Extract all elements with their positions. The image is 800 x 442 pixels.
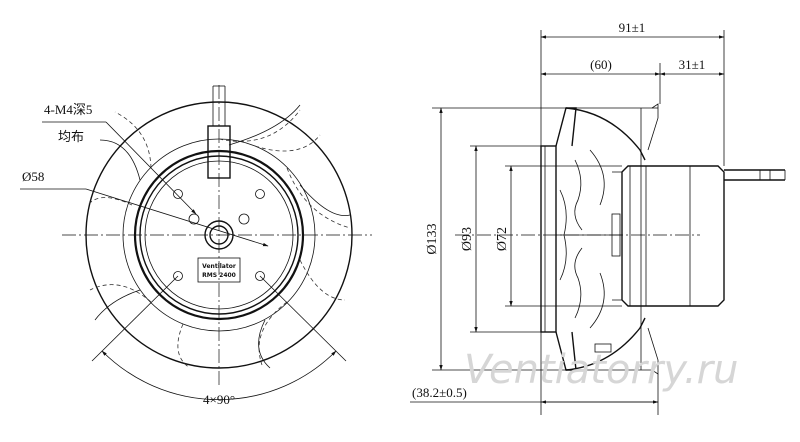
- body-length-text: (60): [590, 57, 612, 72]
- angle-dimension: 4×90°: [91, 275, 347, 407]
- motor-body: [612, 165, 725, 307]
- offset-text: (38.2±0.5): [412, 385, 467, 400]
- dim-motor-length: 31±1: [659, 57, 725, 76]
- watermark: Ventiatorry.ru: [464, 347, 738, 393]
- nameplate-line2: RMS 2400: [202, 272, 236, 279]
- shaft: [209, 225, 229, 245]
- outer-diameter-text: Ø133: [425, 223, 440, 254]
- hub-diameter-text: Ø72: [495, 227, 510, 251]
- motor-housing: [133, 149, 305, 321]
- connector-tab: [594, 343, 612, 353]
- motor-face: [144, 160, 294, 310]
- dim-overall-length: 91±1: [540, 20, 725, 39]
- side-view: 91±1 (60) 31±1 Ø133 Ø93 Ø72: [410, 20, 786, 415]
- nameplate: [197, 257, 241, 283]
- dim-body-length: (60): [540, 57, 661, 76]
- thread-callout: 4-M4深5 均布: [42, 102, 197, 215]
- overall-length-text: 91±1: [619, 20, 646, 35]
- thread-note-text: 均布: [58, 129, 84, 144]
- impeller-profile: [540, 103, 659, 375]
- dim-hub-diameter: Ø72: [495, 165, 513, 307]
- impeller-outer-ring: [85, 101, 353, 369]
- cable: [207, 85, 231, 179]
- dim-outer-diameter: Ø133: [425, 107, 443, 371]
- blade-contours: [556, 149, 622, 329]
- front-view: Ventilator RMS 2400 4-M4深5 均布 Ø58 4×90°: [20, 85, 372, 407]
- motor-length-text: 31±1: [679, 57, 706, 72]
- thread-callout-text: 4-M4深5: [44, 102, 92, 117]
- angle-text: 4×90°: [203, 392, 235, 407]
- mount-diameter-text: Ø58: [22, 169, 44, 184]
- motor-flange: [139, 155, 299, 315]
- side-cable: [724, 169, 786, 181]
- nameplate-line1: Ventilator: [202, 263, 236, 270]
- extension-lines: [432, 30, 725, 415]
- inner-diameter-text: Ø93: [460, 227, 475, 251]
- dim-offset: (38.2±0.5): [410, 385, 659, 404]
- mount-diameter-callout: Ø58: [20, 169, 269, 247]
- dim-inner-diameter: Ø93: [460, 145, 478, 333]
- impeller-blades: [87, 104, 351, 369]
